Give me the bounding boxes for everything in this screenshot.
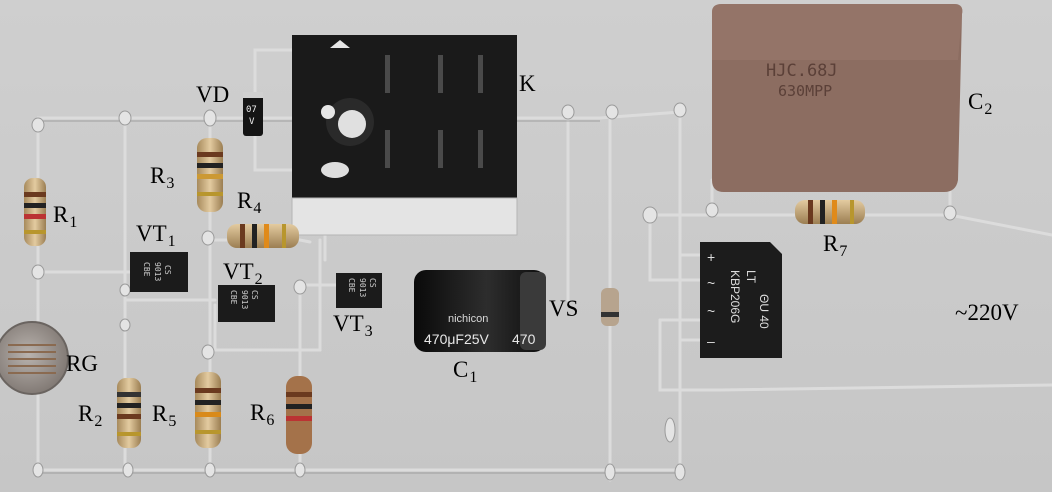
label-r5: R5 <box>152 401 177 430</box>
vt3-marking-3: CBE <box>347 278 356 293</box>
resistor-r2 <box>117 378 141 448</box>
capacitor-c1: nichicon 470μF25V 470 <box>414 270 546 352</box>
capacitor-c2: HJC.68J 630MPP <box>712 4 963 192</box>
resistor-r3 <box>197 138 223 212</box>
bridge-marking-model: KBP206G <box>728 270 742 323</box>
bridge-marking-lt: LT <box>744 270 758 284</box>
bridge-ac-1: ~ <box>707 275 715 291</box>
vt2-marking-2: 9013 <box>240 290 249 309</box>
label-vt2: VT2 <box>223 259 263 288</box>
label-r7: R7 <box>823 231 848 260</box>
transistor-vt2: CS 9013 CBE <box>218 285 275 322</box>
label-r2: R2 <box>78 401 103 430</box>
diode-marking-2: V <box>249 117 255 127</box>
resistor-r4 <box>227 224 299 248</box>
vt2-marking-1: CS <box>250 290 259 300</box>
bridge-marking-ul: ΘU 40 <box>757 294 771 329</box>
c1-side-marking: 470 <box>512 331 536 347</box>
wiring <box>36 48 1052 482</box>
label-vs: VS <box>549 296 579 321</box>
label-c1: C1 <box>453 357 478 386</box>
vt3-marking-1: CS <box>368 278 377 288</box>
vt1-marking-2: 9013 <box>153 262 162 281</box>
label-mains-voltage: ~220V <box>955 300 1019 325</box>
label-vt3: VT3 <box>333 311 373 340</box>
vt2-marking-3: CBE <box>229 290 238 305</box>
bridge-minus: – <box>707 333 715 349</box>
solder-joints <box>31 102 957 481</box>
bridge-rectifier: LT KBP206G ΘU 40 + ~ ~ – <box>700 242 782 358</box>
label-r3: R3 <box>150 163 175 192</box>
c2-marking-2: 630MPP <box>778 82 832 100</box>
label-vd: VD <box>196 82 230 107</box>
resistor-r1 <box>24 178 46 246</box>
resistor-r5 <box>195 372 221 448</box>
zener-vs <box>601 288 619 326</box>
resistor-r6 <box>286 376 312 454</box>
c2-marking-1: HJC.68J <box>766 61 838 81</box>
label-rg: RG <box>66 351 98 376</box>
transistor-vt1: CS 9013 CBE <box>130 252 188 292</box>
photoresistor-rg <box>0 321 69 395</box>
vt3-marking-2: 9013 <box>358 278 367 297</box>
diode-marking: 07 <box>246 105 257 115</box>
bridge-plus: + <box>707 249 715 265</box>
resistor-r7 <box>795 200 865 224</box>
label-r4: R4 <box>237 188 262 217</box>
label-r1: R1 <box>53 202 78 231</box>
transistor-vt3: CS 9013 CBE <box>336 273 382 308</box>
label-c2: C2 <box>968 89 993 118</box>
label-k: K <box>519 71 536 96</box>
label-vt1: VT1 <box>136 221 176 250</box>
vt1-marking-3: CBE <box>142 262 151 277</box>
bridge-ac-2: ~ <box>707 303 715 319</box>
c1-rating: 470μF25V <box>424 331 490 347</box>
diode-vd: 07 V <box>243 92 263 136</box>
label-r6: R6 <box>250 400 275 429</box>
relay-k <box>291 35 518 236</box>
vt1-marking-1: CS <box>163 265 172 275</box>
c1-brand: nichicon <box>448 313 488 325</box>
